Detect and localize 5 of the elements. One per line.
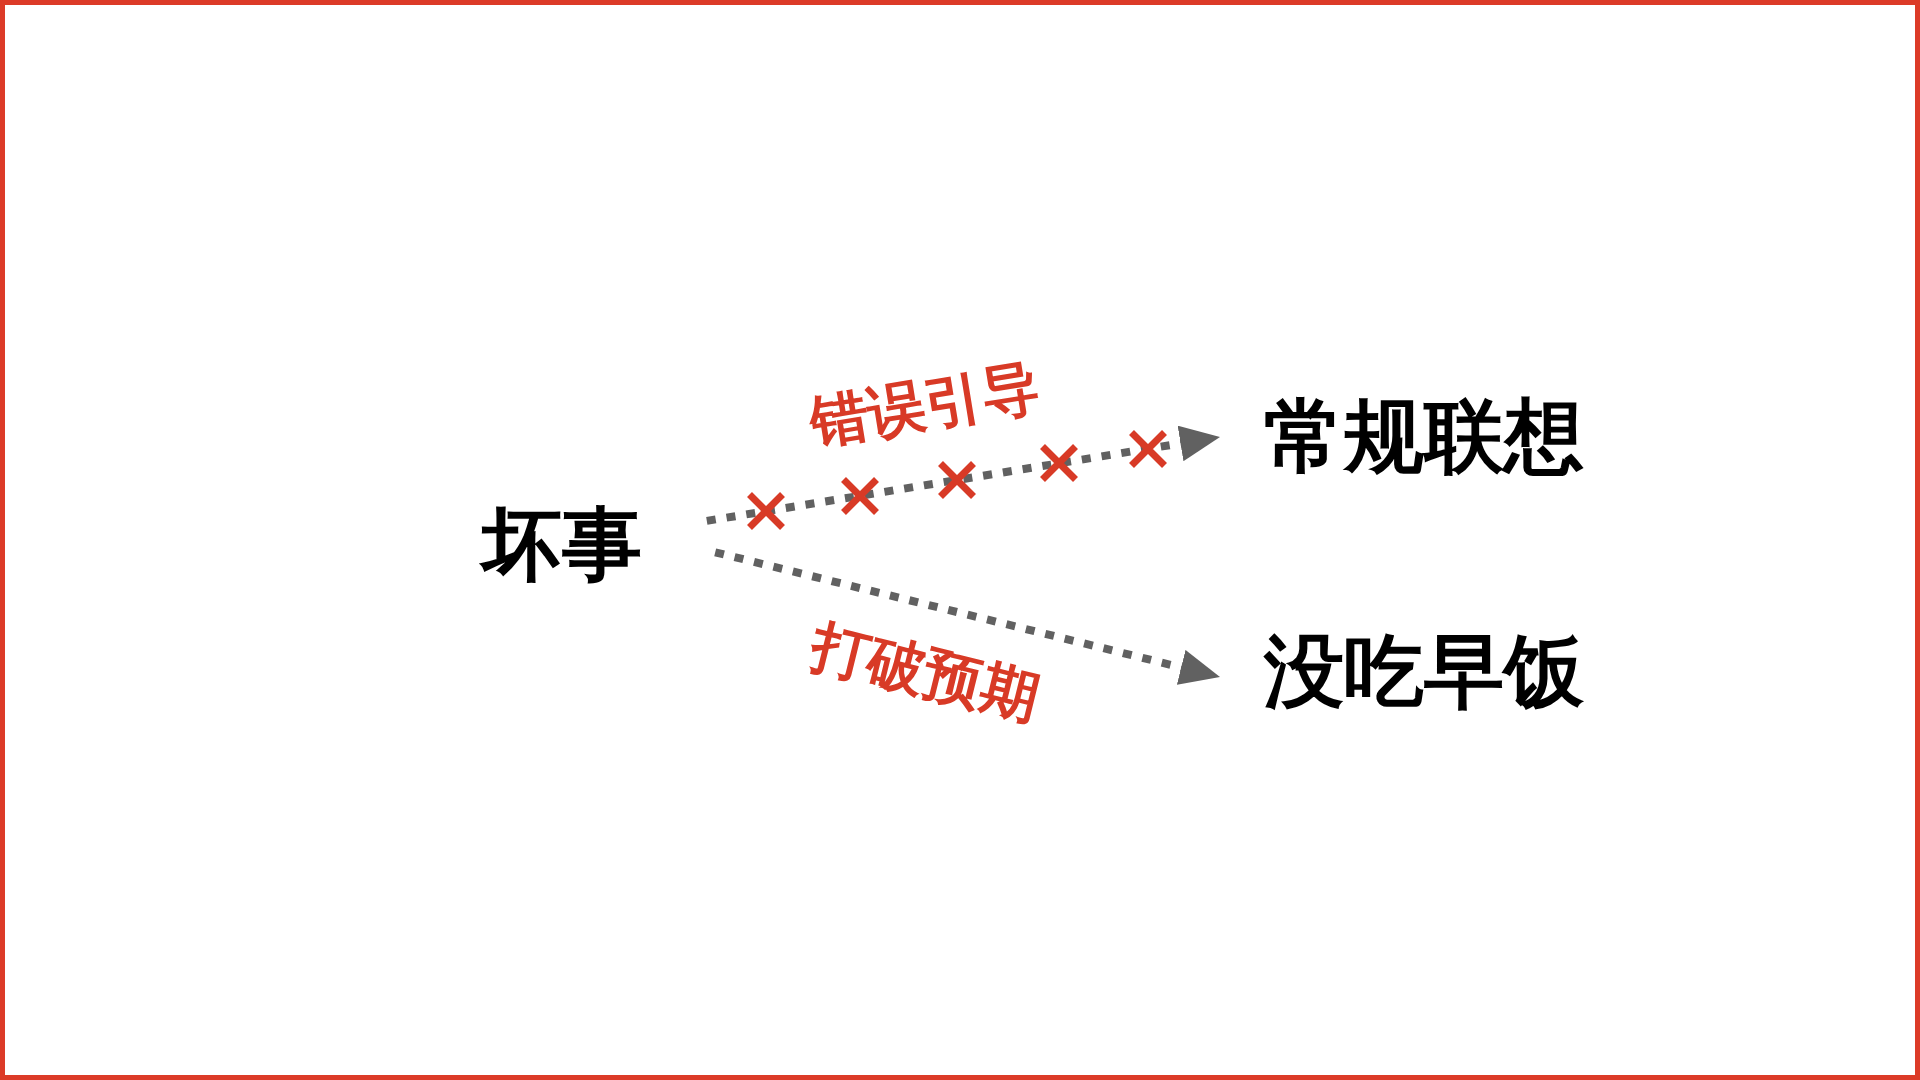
concept-label: 常规联想 <box>1222 397 1584 477</box>
edge-label: 错误引导 <box>805 357 1045 453</box>
edge-label: 打破预期 <box>805 616 1045 729</box>
concept-label: 没吃早饭 <box>1222 632 1584 712</box>
arrow <box>705 425 1221 525</box>
